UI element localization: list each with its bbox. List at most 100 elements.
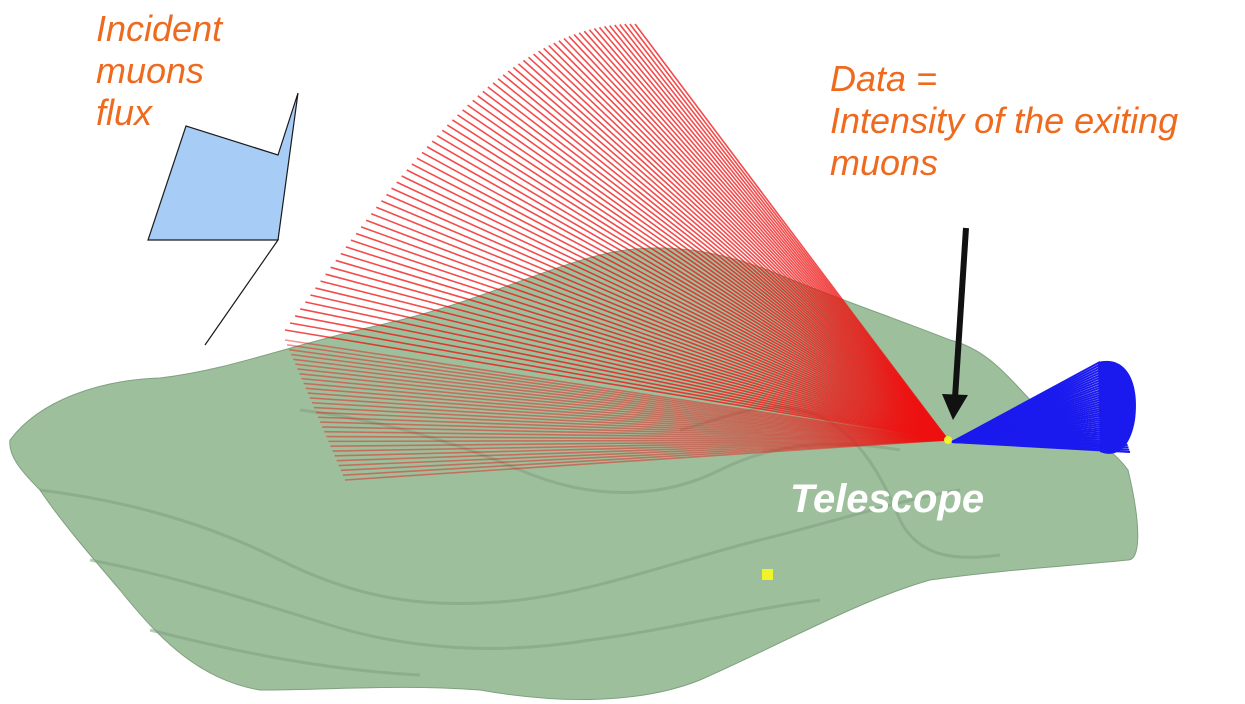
muon-ray — [340, 252, 949, 441]
muon-ray — [315, 287, 949, 441]
muon-ray — [335, 259, 949, 441]
telescope-marker — [944, 436, 952, 444]
data-label-line: Data = — [830, 58, 938, 99]
muon-ray — [291, 353, 949, 441]
muon-ray — [553, 42, 949, 441]
muon-ray-fan — [284, 23, 949, 481]
pointer-shaft — [952, 227, 969, 399]
muon-ray — [342, 439, 949, 476]
muon-ray — [344, 439, 949, 481]
muon-ray — [416, 157, 949, 441]
terrain-ridge — [89, 558, 821, 650]
incident-label-line: muons — [96, 50, 205, 91]
muon-ray — [307, 392, 949, 441]
muon-ray — [568, 35, 949, 441]
muon-ray — [426, 146, 949, 441]
muon-ray — [340, 439, 949, 472]
muon-ray — [303, 382, 949, 441]
incident-muons-flux-label: Incident muons flux — [96, 8, 222, 134]
data-intensity-label: Data = Intensity of the exiting muons — [830, 58, 1178, 184]
muon-ray — [328, 439, 949, 443]
muon-ray — [634, 23, 949, 441]
muon-ray — [370, 212, 949, 441]
muon-ray — [436, 135, 949, 441]
muon-ray — [401, 175, 949, 441]
telescope-label: Telescope — [790, 477, 985, 521]
telescope-cone-cap — [1098, 360, 1136, 454]
muon-ray — [517, 63, 949, 441]
muon-ray — [318, 416, 949, 441]
data-label-line: Intensity of the exiting — [830, 100, 1179, 141]
muon-ray — [286, 344, 949, 441]
muon-ray — [330, 266, 949, 441]
muon-ray — [477, 95, 949, 441]
muon-ray — [332, 439, 949, 452]
muon-ray — [522, 59, 949, 441]
muon-ray — [573, 33, 949, 441]
muon-ray — [421, 151, 949, 441]
muon-ray — [365, 219, 949, 441]
muon-ray — [543, 47, 949, 441]
muon-ray — [462, 109, 949, 441]
muon-ray — [309, 397, 949, 441]
telescope-acceptance-cone — [951, 360, 1136, 454]
muon-ray — [355, 232, 949, 441]
muon-ray — [538, 50, 949, 441]
muon-ray — [558, 40, 949, 441]
muon-ray — [492, 82, 949, 441]
muon-ray — [322, 426, 949, 441]
muon-ray — [533, 53, 949, 441]
muon-ray — [324, 430, 949, 441]
muon-ray — [482, 90, 949, 441]
muon-ray — [300, 308, 949, 441]
muon-ray — [502, 74, 949, 441]
muon-ray — [396, 181, 949, 441]
muon-ray — [411, 163, 949, 441]
muon-ray — [507, 70, 949, 441]
muon-ray — [311, 401, 949, 441]
muon-ray — [284, 339, 949, 441]
muon-ray — [563, 37, 949, 441]
muon-ray — [391, 187, 949, 441]
terrain-ridge — [679, 405, 1001, 559]
down-arrow-icon — [942, 227, 969, 420]
lightning-arrow-icon — [147, 92, 299, 346]
muon-ray — [338, 439, 949, 467]
muon-ray — [284, 329, 949, 441]
muon-ray — [406, 169, 949, 441]
muon-ray — [310, 294, 949, 441]
muon-ray — [512, 66, 949, 441]
data-label-line: muons — [830, 142, 939, 183]
terrain-body — [9, 247, 1139, 700]
muon-ray — [578, 32, 949, 441]
pointer-head — [942, 394, 968, 420]
terrain-ridge — [39, 488, 961, 606]
muon-ray — [467, 104, 949, 441]
muon-ray — [386, 193, 949, 441]
terrain-ridge — [149, 628, 421, 677]
terrain-surface — [9, 247, 1139, 700]
muon-ray — [457, 114, 949, 441]
muon-ray — [381, 200, 949, 441]
muon-ray — [431, 140, 949, 441]
muon-ray — [299, 372, 949, 441]
muon-ray — [497, 78, 949, 441]
incident-label-line: Incident — [96, 8, 223, 49]
muon-ray — [350, 239, 949, 441]
muon-ray — [293, 358, 949, 441]
muon-ray — [441, 129, 949, 441]
incident-label-line: flux — [96, 92, 153, 133]
muon-ray — [320, 280, 949, 441]
muon-ray — [376, 206, 949, 441]
muon-ray — [301, 377, 949, 441]
muon-ray — [297, 368, 949, 441]
muon-ray — [325, 273, 949, 441]
muon-ray — [446, 124, 949, 441]
muon-ray — [330, 439, 949, 448]
muon-ray — [527, 56, 949, 441]
terrain-ridge — [299, 408, 901, 494]
muon-ray — [313, 406, 949, 441]
muon-ray — [315, 411, 949, 441]
